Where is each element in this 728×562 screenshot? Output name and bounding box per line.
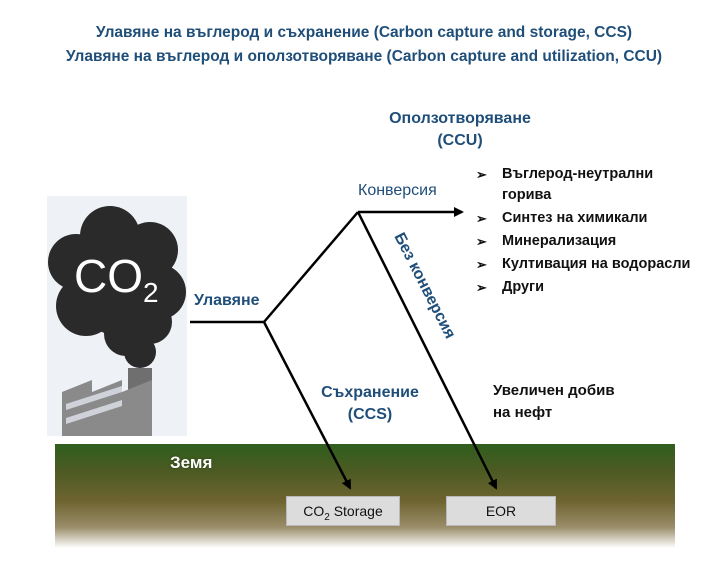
utilization-line-1: Оползотворяване	[389, 110, 531, 127]
utilization-uses-list: ➢Въглерод-неутрални горива ➢Синтез на хи…	[476, 164, 706, 300]
list-item: ➢Синтез на химикали	[476, 208, 706, 229]
co2-text: CO2	[74, 250, 159, 308]
co2-storage-box: CO2 Storage	[286, 496, 400, 526]
flow-lines	[190, 207, 498, 490]
title-line-1: Улавяне на въглерод и съхранение (Carbon…	[95, 24, 633, 41]
capture-label: Улавяне	[194, 292, 260, 309]
arrow-bullet-icon: ➢	[476, 234, 487, 249]
list-item: ➢Други	[476, 277, 706, 298]
arrow-bullet-icon: ➢	[476, 167, 487, 182]
eor-description: Увеличен добив на нефт	[493, 380, 653, 424]
eor-box: EOR	[446, 496, 556, 526]
factory-icon	[62, 368, 152, 436]
smoke-cloud-icon	[48, 206, 186, 368]
utilization-line-2: (CCU)	[437, 132, 483, 149]
eor-line-2: на нефт	[493, 404, 553, 421]
to-conversion-line	[263, 211, 359, 323]
storage-heading: Съхранение (CCS)	[300, 382, 440, 426]
arrow-bullet-icon: ➢	[476, 257, 487, 272]
list-item: ➢Култивация на водорасли	[476, 254, 706, 275]
ground-label: Земя	[170, 453, 213, 472]
arrow-bullet-icon: ➢	[476, 280, 487, 295]
eor-arrow	[356, 211, 498, 490]
storage-line-2: (CCS)	[347, 406, 393, 423]
arrow-bullet-icon: ➢	[476, 211, 487, 226]
storage-arrow	[262, 321, 352, 490]
conversion-label: Конверсия	[358, 182, 437, 199]
utilization-heading: Оползотворяване (CCU)	[370, 108, 550, 152]
storage-line-1: Съхранение	[321, 384, 419, 401]
title-line-2: Улавяне на въглерод и оползотворяване (C…	[65, 48, 663, 65]
list-item: ➢Въглерод-неутрални горива	[476, 166, 654, 203]
no-conversion-label: Без конверсия	[390, 230, 458, 341]
list-item: ➢Минерализация	[476, 231, 706, 252]
eor-line-1: Увеличен добив	[493, 382, 615, 399]
